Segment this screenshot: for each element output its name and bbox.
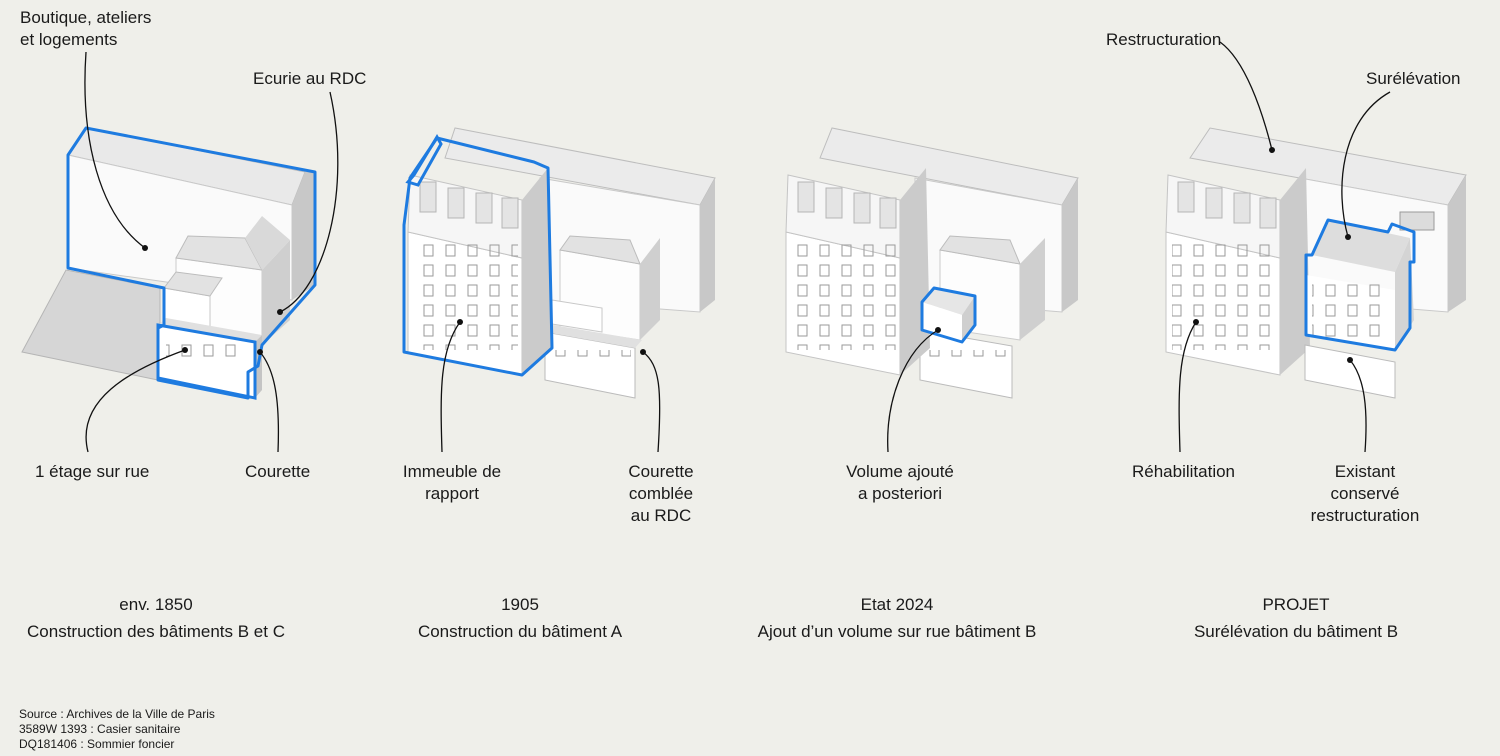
stage-1905-drawing [402, 127, 716, 399]
stage-1850-drawing [21, 126, 317, 400]
source-line: Source : Archives de la Ville de Paris [19, 707, 215, 721]
caption-date: env. 1850 [119, 595, 193, 614]
label-immeuble-de-rapport: Immeuble de rapport [402, 462, 502, 503]
leader-lines [84, 41, 1391, 453]
caption-stage-projet: PROJET Surélévation du bâtiment B [1106, 594, 1486, 643]
caption-text: Construction du bâtiment A [417, 622, 623, 641]
label-rehabilitation: Réhabilitation [1132, 462, 1236, 481]
caption-date: 1905 [501, 595, 539, 614]
caption-date: PROJET [1262, 595, 1330, 614]
caption-text: Surélévation du bâtiment B [1193, 622, 1399, 641]
label-courette-comblee: Courette comblée au RDC [628, 462, 694, 525]
label-restructuration: Restructuration [1106, 30, 1222, 49]
stage-projet-drawing [1165, 127, 1467, 399]
caption-stage-1905: 1905 Construction du bâtiment A [330, 594, 710, 643]
label-volume-ajoute: Volume ajouté a posteriori [846, 462, 954, 503]
source-line: DQ181406 : Sommier foncier [19, 737, 175, 751]
leader-dots [142, 147, 1353, 363]
source-notes: Source : Archives de la Ville de Paris 3… [19, 707, 215, 752]
stage-2024-drawing [785, 127, 1079, 399]
caption-text: Ajout d’un volume sur rue bâtiment B [757, 622, 1037, 641]
label-boutique: Boutique, ateliers et logements [20, 8, 152, 49]
caption-text: Construction des bâtiments B et C [27, 622, 285, 641]
source-line: 3589W 1393 : Casier sanitaire [19, 722, 181, 736]
caption-stage-2024: Etat 2024 Ajout d’un volume sur rue bâti… [707, 594, 1087, 643]
label-existant-conserve: Existant conservé restructuration [1310, 462, 1420, 525]
label-etage-sur-rue: 1 étage sur rue [35, 462, 150, 481]
label-surelevation: Surélévation [1366, 69, 1461, 88]
label-courette: Courette [245, 462, 311, 481]
label-ecurie: Ecurie au RDC [253, 69, 367, 88]
caption-stage-1850: env. 1850 Construction des bâtiments B e… [0, 594, 346, 643]
caption-date: Etat 2024 [860, 595, 934, 614]
